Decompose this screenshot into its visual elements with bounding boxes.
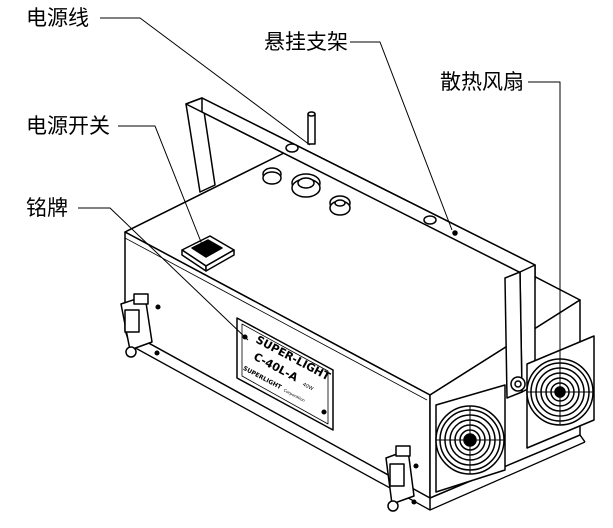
hanging-bracket xyxy=(185,97,536,399)
leader-power-switch xyxy=(118,125,206,253)
label-hanging-bracket: 悬挂支架 xyxy=(264,30,348,54)
front-latch xyxy=(120,293,161,358)
label-power-cord: 电源线 xyxy=(26,6,89,30)
label-nameplate: 铭牌 xyxy=(26,196,68,220)
leader-hanging-bracket xyxy=(350,41,453,231)
rear-latch xyxy=(385,445,419,512)
nameplate-line3-small: 40W xyxy=(301,382,314,393)
power-switch xyxy=(181,235,235,272)
label-cooling-fan: 散热风扇 xyxy=(440,70,524,94)
power-cord-stub xyxy=(307,111,316,145)
leader-nameplate xyxy=(78,207,249,341)
label-power-switch: 电源开关 xyxy=(26,114,110,138)
leader-power-cord xyxy=(100,17,311,146)
leader-cooling-fan xyxy=(528,81,561,380)
cooling-fan-right xyxy=(526,335,595,449)
cable-glands xyxy=(262,167,351,216)
leader-lines xyxy=(78,17,561,380)
cooling-fan-left xyxy=(435,384,506,493)
